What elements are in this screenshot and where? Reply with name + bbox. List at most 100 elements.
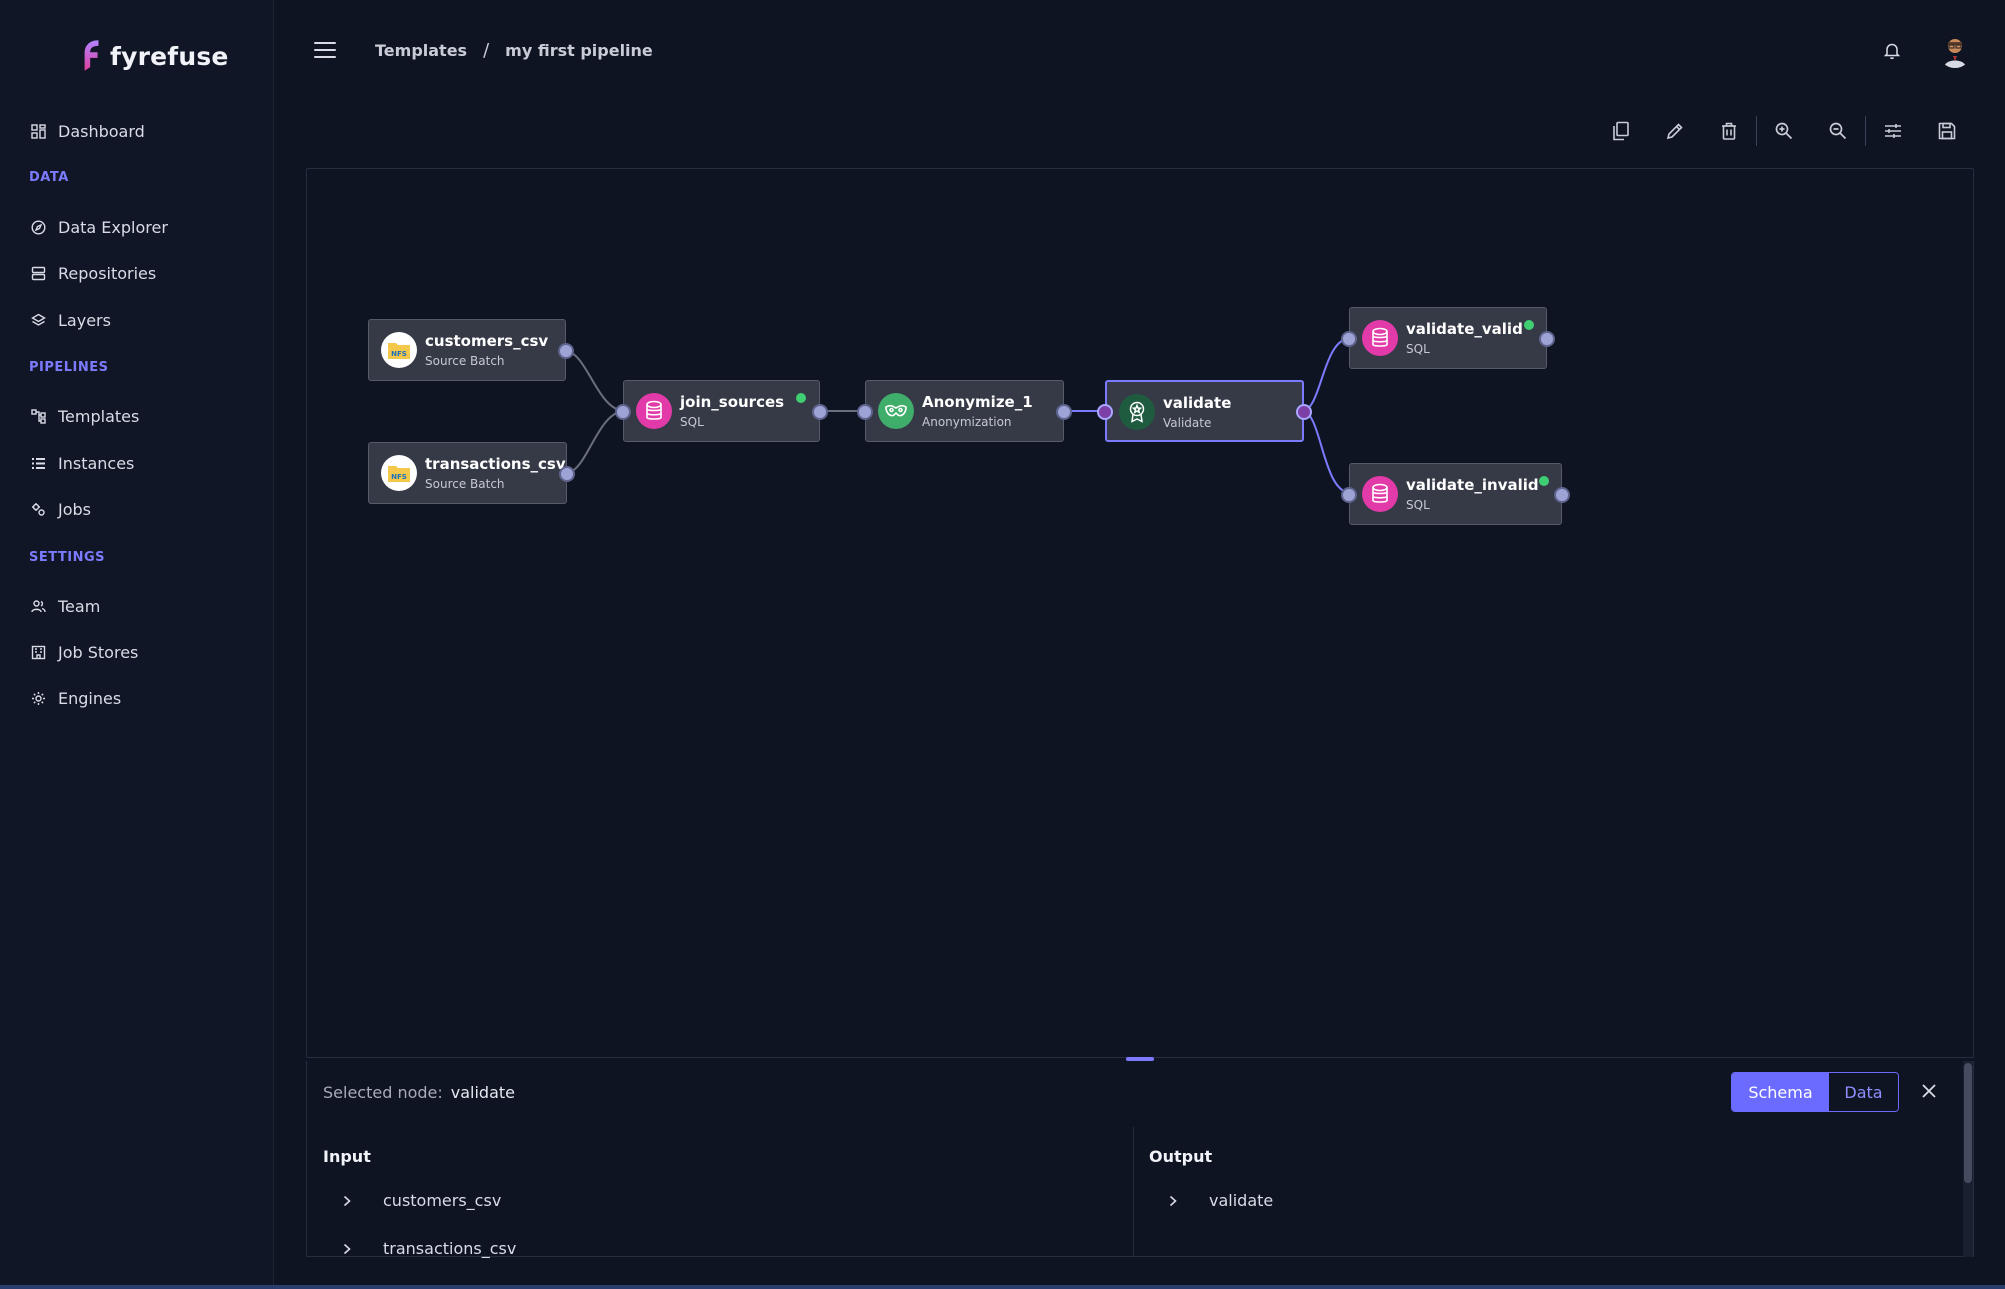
flow-icon <box>30 408 46 424</box>
logo[interactable]: fyrefuse <box>80 36 229 76</box>
node-subtitle: Validate <box>1163 416 1212 430</box>
toolbar-divider <box>1756 116 1757 146</box>
sidebar-item-dashboard[interactable]: Dashboard <box>30 114 145 148</box>
settings-button[interactable] <box>1866 116 1920 146</box>
users-icon <box>30 598 46 614</box>
node-subtitle: SQL <box>1406 342 1430 356</box>
node-transactions-csv[interactable]: NFS transactions_csv Source Batch <box>368 442 575 504</box>
sidebar-item-data-explorer[interactable]: Data Explorer <box>30 210 168 244</box>
node-title: validate <box>1163 394 1232 412</box>
section-pipelines: PIPELINES <box>29 360 109 375</box>
scrollbar-thumb[interactable] <box>1964 1063 1972 1183</box>
output-port[interactable] <box>1554 487 1570 503</box>
building-icon <box>30 644 46 660</box>
input-heading: Input <box>323 1147 371 1166</box>
sidebar-item-label: Templates <box>58 406 140 426</box>
node-join-sources[interactable]: join_sources SQL <box>615 380 828 442</box>
list-icon <box>30 455 46 471</box>
output-port[interactable] <box>1056 404 1072 420</box>
section-data: DATA <box>29 170 69 185</box>
node-validate[interactable]: validate Validate <box>1097 380 1312 442</box>
output-port[interactable] <box>559 466 575 482</box>
sidebar-item-repositories[interactable]: Repositories <box>30 256 156 290</box>
sidebar-item-instances[interactable]: Instances <box>30 446 134 480</box>
node-customers-csv[interactable]: NFS customers_csv Source Batch <box>368 319 574 381</box>
edge-validate-valid <box>1301 337 1352 412</box>
sidebar-item-label: Data Explorer <box>58 217 168 237</box>
breadcrumb-current: my first pipeline <box>505 41 653 60</box>
cog-icon <box>30 690 46 706</box>
sidebar-item-label: Layers <box>58 310 111 330</box>
input-item-transactions-csv[interactable]: transactions_csv <box>343 1239 516 1258</box>
node-validate-valid[interactable]: validate_valid SQL <box>1341 307 1555 369</box>
delete-button[interactable] <box>1702 116 1756 146</box>
column-divider <box>1133 1127 1134 1257</box>
edge-validate-invalid <box>1301 410 1352 494</box>
edge-customers-join <box>564 350 626 412</box>
trash-icon <box>1722 122 1736 140</box>
close-panel-button[interactable] <box>1921 1083 1939 1101</box>
grid-icon <box>30 123 46 139</box>
node-title: validate_invalid <box>1406 476 1539 494</box>
chevron-right-icon <box>343 1194 355 1208</box>
selected-node-caption: Selected node: <box>323 1083 443 1102</box>
tab-schema[interactable]: Schema <box>1732 1073 1829 1111</box>
sidebar-item-jobs[interactable]: Jobs <box>30 492 91 526</box>
compass-icon <box>30 219 46 235</box>
sidebar-item-engines[interactable]: Engines <box>30 681 121 715</box>
layers-icon <box>30 312 46 328</box>
sidebar-item-layers[interactable]: Layers <box>30 303 111 337</box>
output-port[interactable] <box>1296 404 1312 420</box>
menu-toggle-button[interactable] <box>314 42 336 60</box>
panel-resize-handle[interactable] <box>1126 1057 1154 1061</box>
sidebar-item-label: Instances <box>58 453 135 473</box>
input-port[interactable] <box>615 404 631 420</box>
sidebar-item-label: Team <box>58 596 101 616</box>
breadcrumb-templates[interactable]: Templates <box>375 41 468 60</box>
input-port[interactable] <box>1097 404 1113 420</box>
nfs-folder-icon: NFS <box>381 332 417 368</box>
sidebar-item-job-stores[interactable]: Job Stores <box>30 635 138 669</box>
user-avatar[interactable] <box>1938 34 1972 68</box>
input-port[interactable] <box>1341 331 1357 347</box>
input-port[interactable] <box>857 404 873 420</box>
output-port[interactable] <box>1539 331 1555 347</box>
edge-transactions-join <box>565 410 626 474</box>
output-heading: Output <box>1149 1147 1213 1166</box>
node-details-panel: Selected node: validate Schema Data Input… <box>306 1061 1974 1258</box>
node-anonymize-1[interactable]: Anonymize_1 Anonymization <box>857 380 1072 442</box>
section-settings: SETTINGS <box>29 550 106 565</box>
tree-item-label: customers_csv <box>383 1191 502 1210</box>
zoom-out-button[interactable] <box>1811 116 1865 146</box>
save-button[interactable] <box>1920 116 1974 146</box>
bell-icon <box>1883 43 1901 60</box>
sidebar-item-label: Dashboard <box>58 121 145 141</box>
zoom-in-button[interactable] <box>1757 116 1811 146</box>
tab-data[interactable]: Data <box>1829 1073 1898 1111</box>
output-item-validate[interactable]: validate <box>1169 1191 1273 1210</box>
input-port[interactable] <box>1341 487 1357 503</box>
output-port[interactable] <box>812 404 828 420</box>
tree-item-label: transactions_csv <box>383 1239 517 1258</box>
panel-scrollbar[interactable] <box>1963 1061 1973 1257</box>
node-validate-invalid[interactable]: validate_invalid SQL <box>1341 463 1570 525</box>
pipeline-canvas[interactable]: NFS customers_csv Source Batch NFS trans… <box>306 168 1974 1058</box>
sidebar-item-templates[interactable]: Templates <box>30 399 139 433</box>
output-port[interactable] <box>558 343 574 359</box>
gears-icon <box>30 501 46 517</box>
sidebar-item-team[interactable]: Team <box>30 589 100 623</box>
sidebar: fyrefuse Dashboard DATA Data Explorer Re… <box>0 0 274 1289</box>
node-subtitle: Anonymization <box>922 415 1012 429</box>
node-subtitle: SQL <box>1406 498 1430 512</box>
breadcrumb: Templates / my first pipeline <box>375 40 653 61</box>
edit-button[interactable] <box>1648 116 1702 146</box>
toolbar-divider <box>1865 116 1866 146</box>
database-icon <box>1362 476 1398 512</box>
notifications-button[interactable] <box>1883 42 1902 62</box>
input-item-customers-csv[interactable]: customers_csv <box>343 1191 501 1210</box>
node-title: validate_valid <box>1406 320 1523 338</box>
sidebar-item-label: Engines <box>58 688 122 708</box>
duplicate-button[interactable] <box>1594 116 1648 146</box>
database-icon <box>1362 320 1398 356</box>
node-title: Anonymize_1 <box>922 393 1033 411</box>
